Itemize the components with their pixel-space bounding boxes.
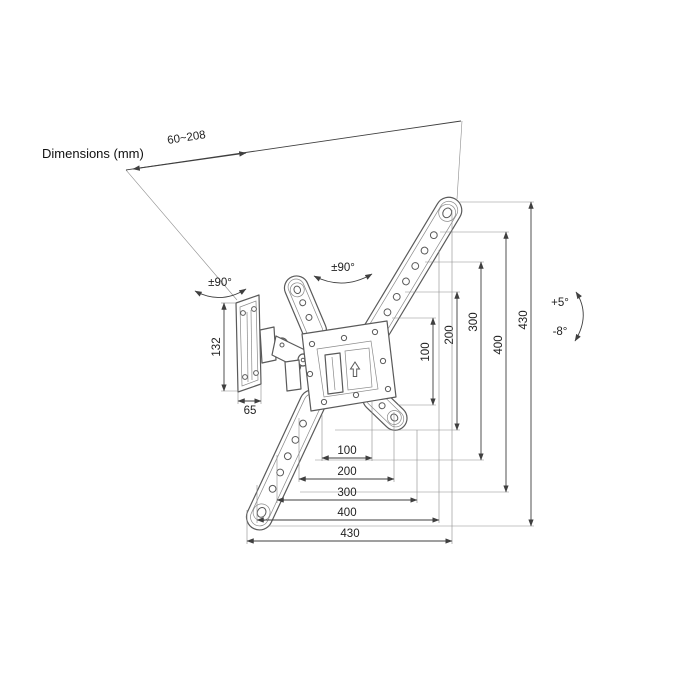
dimension-chain-right: 100 200 300 400 430: [268, 201, 534, 527]
dim-label-right-200: 200: [444, 325, 456, 344]
swivel-left-label: ±90°: [208, 277, 232, 289]
wall-plate: [235, 294, 262, 393]
diagram-title: Dimensions (mm): [42, 146, 144, 161]
dim-label-right-100: 100: [420, 342, 432, 361]
dimension-wall-plate-height: 132: [211, 302, 238, 392]
articulating-arm: [259, 326, 309, 392]
dim-label-right-300: 300: [468, 312, 480, 331]
dim-label-bottom-400: 400: [337, 507, 356, 519]
tilt-indicator: +5° -8°: [551, 291, 584, 342]
dim-label-right-400: 400: [493, 335, 505, 354]
dim-label-right-430: 430: [518, 310, 530, 329]
dim-label-65: 65: [244, 405, 257, 417]
swivel-top-label: ±90°: [331, 262, 355, 274]
dim-label-extension-range: 60~208: [166, 129, 206, 147]
swivel-indicator-left: ±90°: [194, 277, 247, 298]
tilt-up-label: +5°: [551, 297, 569, 309]
vesa-arm-top-right: [359, 196, 463, 350]
orientation-up-arrow-icon: [349, 361, 361, 377]
center-vesa-plate: [301, 320, 397, 412]
tilt-down-label: -8°: [553, 326, 568, 338]
swivel-indicator-top: ±90°: [313, 262, 373, 284]
tv-mount-drawing: [235, 196, 463, 531]
dim-label-bottom-100: 100: [337, 445, 356, 457]
dim-label-132: 132: [211, 337, 223, 356]
dim-label-bottom-300: 300: [337, 487, 356, 499]
dim-label-bottom-430: 430: [340, 528, 359, 540]
dimension-wall-plate-width: 65: [237, 384, 262, 417]
dim-label-bottom-200: 200: [337, 466, 356, 478]
dimension-chain-bottom: 100 200 300 400 430: [246, 210, 453, 544]
dimension-extension-range: 60~208: [125, 120, 463, 301]
